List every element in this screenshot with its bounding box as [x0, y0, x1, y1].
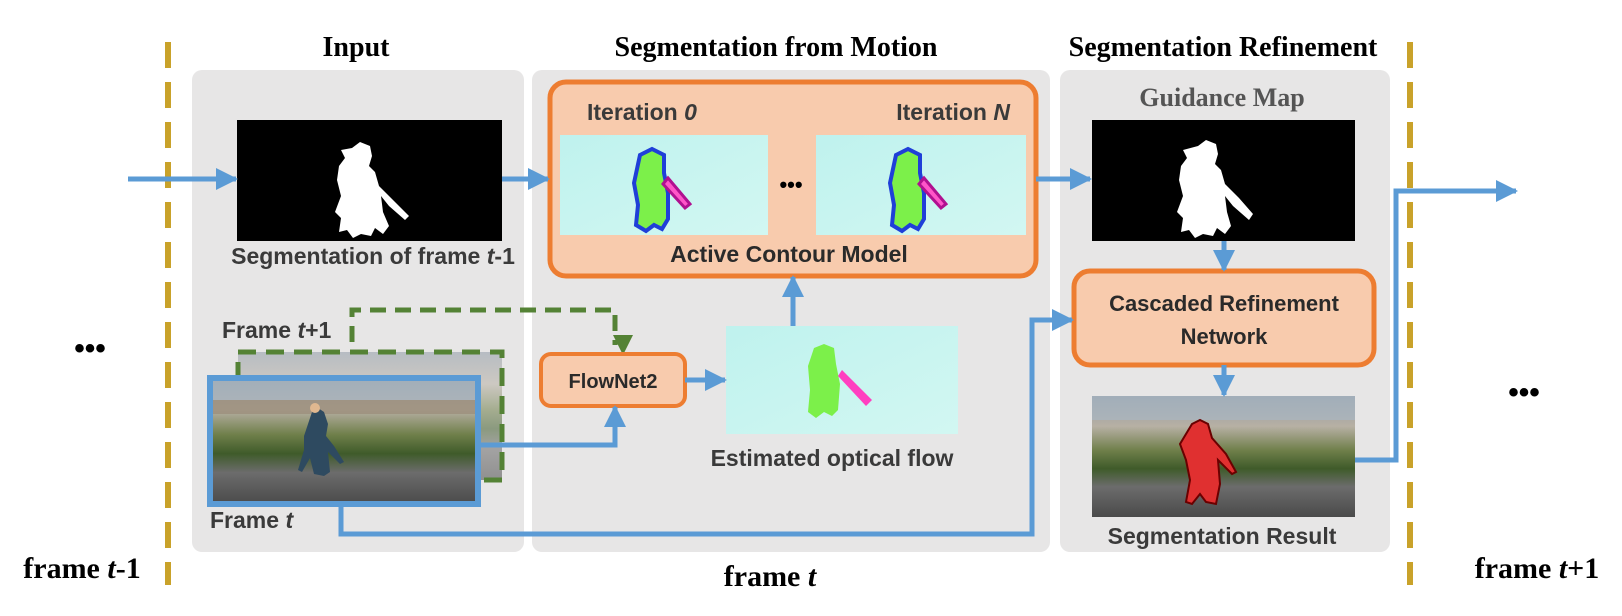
seg-caption-part-1: t — [487, 243, 496, 269]
iteration-end-image — [816, 135, 1026, 235]
timeline-curr-part-1: t — [808, 560, 818, 593]
iteration-start-image — [560, 135, 768, 235]
timeline-label-curr: frame t — [724, 560, 818, 593]
cascaded-refinement-box — [1071, 268, 1377, 368]
cascaded-refinement-line1: Cascaded Refinement — [1109, 291, 1340, 316]
frame-next-part-0: Frame — [222, 317, 297, 343]
active-contour-label: Active Contour Model — [670, 241, 908, 267]
section-title-motion: Segmentation from Motion — [615, 32, 938, 63]
timeline-label-prev: frame t-1 — [23, 552, 140, 585]
cascaded-refinement-line2: Network — [1181, 324, 1269, 349]
timeline-curr-part-0: frame — [724, 560, 808, 593]
timeline-prev-part-0: frame — [23, 552, 107, 585]
seg-caption-part-0: Segmentation of frame — [231, 243, 487, 269]
seg-caption-prev: Segmentation of frame t-1 — [231, 243, 515, 269]
optical-flow-image — [726, 326, 958, 434]
timeline-next-part-0: frame — [1475, 552, 1559, 585]
frame-to-flownet-arrow — [478, 405, 626, 448]
section-title-input: Input — [323, 32, 391, 63]
timeline-next-part-1: t — [1559, 552, 1569, 585]
timeline-next-part-2: +1 — [1567, 552, 1599, 585]
frame-next-to-flownet-arrow — [349, 307, 633, 355]
frame-current-part-0: Frame — [210, 507, 285, 533]
frame-current-label: Frame t — [210, 507, 294, 533]
guidance-map-label: Guidance Map — [1139, 83, 1304, 112]
frame-next-part-1: t — [297, 317, 306, 343]
iteration-end-part-1: N — [993, 99, 1010, 125]
section-title-refinement: Segmentation Refinement — [1069, 32, 1378, 63]
optical-flow-caption: Estimated optical flow — [711, 445, 954, 471]
frame-to-crn-arrow — [338, 309, 1074, 537]
iteration-end-part-0: Iteration — [896, 99, 993, 125]
timeline-prev-part-1: t — [107, 552, 117, 585]
flownet2-label: FlowNet2 — [569, 371, 658, 393]
frame-next-label: Frame t+1 — [222, 317, 332, 343]
iteration-start-label: Iteration 0 — [587, 99, 697, 125]
segmentation-result-image — [1092, 396, 1355, 517]
seg-mask-image-prev — [237, 120, 502, 241]
frame-current-image — [207, 375, 481, 507]
guidance-map-image — [1092, 120, 1355, 241]
frame-next-part-2: +1 — [305, 317, 331, 343]
timeline-ellipsis-left: ••• — [74, 332, 106, 365]
frame-current-part-1: t — [285, 507, 294, 533]
iteration-ellipsis: ••• — [779, 172, 802, 197]
segmentation-result-caption: Segmentation Result — [1108, 523, 1337, 549]
result-to-next-arrow — [1355, 180, 1518, 463]
timeline-label-next: frame t+1 — [1475, 552, 1600, 585]
iteration-start-part-0: Iteration — [587, 99, 684, 125]
iteration-start-part-1: 0 — [684, 99, 697, 125]
timeline-ellipsis-right: ••• — [1508, 376, 1540, 409]
timeline-prev-part-2: -1 — [116, 552, 141, 585]
iteration-end-label: Iteration N — [896, 99, 1010, 125]
seg-caption-part-2: -1 — [494, 243, 515, 269]
